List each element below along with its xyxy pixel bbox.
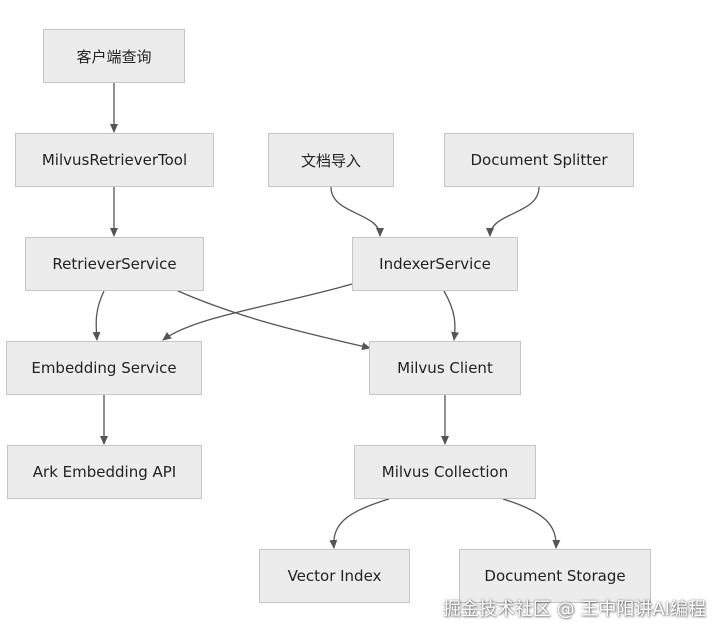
edge-milvus-collection-to-document-storage <box>502 498 561 549</box>
node-indexer-service: IndexerService <box>352 237 518 291</box>
node-milvus-client: Milvus Client <box>369 341 521 395</box>
node-doc-import: 文档导入 <box>268 133 394 187</box>
node-milvus-retriever-tool: MilvusRetrieverTool <box>15 133 214 187</box>
node-document-splitter: Document Splitter <box>444 133 634 187</box>
node-retriever-service: RetrieverService <box>25 237 204 291</box>
edge-milvus-collection-to-vector-index <box>329 498 390 549</box>
edge-retriever-service-to-embedding-service <box>92 290 105 341</box>
watermark: 掘金技术社区 @ 王中阳讲AI编程 <box>442 599 706 620</box>
node-embedding-service: Embedding Service <box>6 341 202 395</box>
edge-retriever-service-to-milvus-client <box>177 290 371 351</box>
edge-indexer-service-to-milvus-client <box>443 290 460 341</box>
edge-doc-splitter-to-indexer-service <box>486 186 540 237</box>
node-vector-index: Vector Index <box>259 549 410 603</box>
node-document-storage: Document Storage <box>459 549 651 603</box>
node-milvus-collection: Milvus Collection <box>354 445 536 499</box>
node-client-query: 客户端查询 <box>43 29 185 83</box>
node-ark-embedding-api: Ark Embedding API <box>7 445 202 499</box>
edge-indexer-service-to-embedding-service <box>162 283 353 341</box>
edge-doc-import-to-indexer-service <box>330 186 384 237</box>
